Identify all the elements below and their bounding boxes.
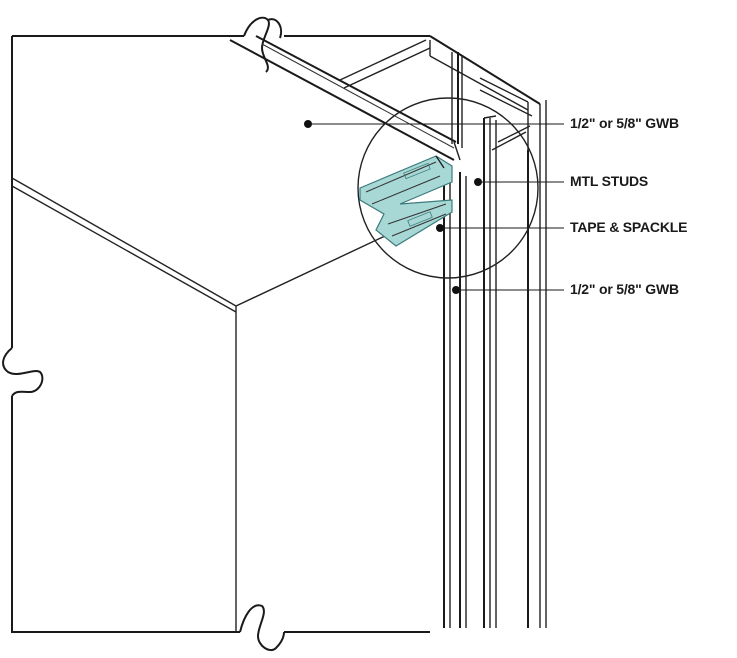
callout-label-mtl-studs: MTL STUDS [570, 173, 649, 189]
ceiling-framing [284, 35, 541, 151]
break-symbol-left [2, 347, 44, 397]
break-symbol-top [243, 16, 282, 73]
detail-circle [357, 97, 539, 279]
assembly-outline [11, 35, 430, 633]
tape-joint-detail [359, 155, 453, 247]
ceiling-gwb-board [229, 35, 461, 161]
callout-dot-gwb-ceiling [304, 120, 312, 128]
callout-dot-tape-spackle [436, 224, 444, 232]
callout-label-gwb-wall: 1/2" or 5/8" GWB [570, 281, 679, 297]
callout-dot-gwb-wall [452, 286, 460, 294]
callout-label-gwb-ceiling: 1/2" or 5/8" GWB [570, 115, 679, 131]
break-symbol-bottom [239, 604, 285, 652]
wall-studs [443, 100, 547, 628]
callout-label-tape-spackle: TAPE & SPACKLE [570, 219, 688, 235]
soffit-faces [11, 177, 437, 632]
callout-dot-mtl-studs [474, 178, 482, 186]
leader-lines [308, 123, 564, 291]
